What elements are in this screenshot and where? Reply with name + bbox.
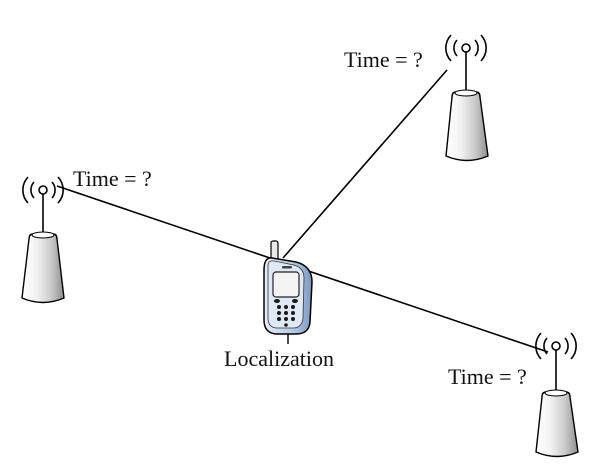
tower-right [535,332,579,458]
mobile-phone-icon [263,240,313,344]
signal-waves-icon [535,332,577,360]
tower-left [21,176,65,304]
tower-top-time-label: Time = ? [344,47,423,72]
radio-tower-icon [21,233,65,304]
tower-top [445,34,489,162]
phone-keypad [274,299,298,327]
signal-waves-icon [445,34,487,62]
tower-right-time-label: Time = ? [448,364,527,389]
radio-tower-icon [445,91,489,162]
phone-caption: Localization [224,346,334,371]
phone-screen [272,271,300,298]
radio-tower-icon [535,391,579,458]
line-phone-to-top-tower [282,69,448,259]
tower-left-time-label: Time = ? [73,166,152,191]
